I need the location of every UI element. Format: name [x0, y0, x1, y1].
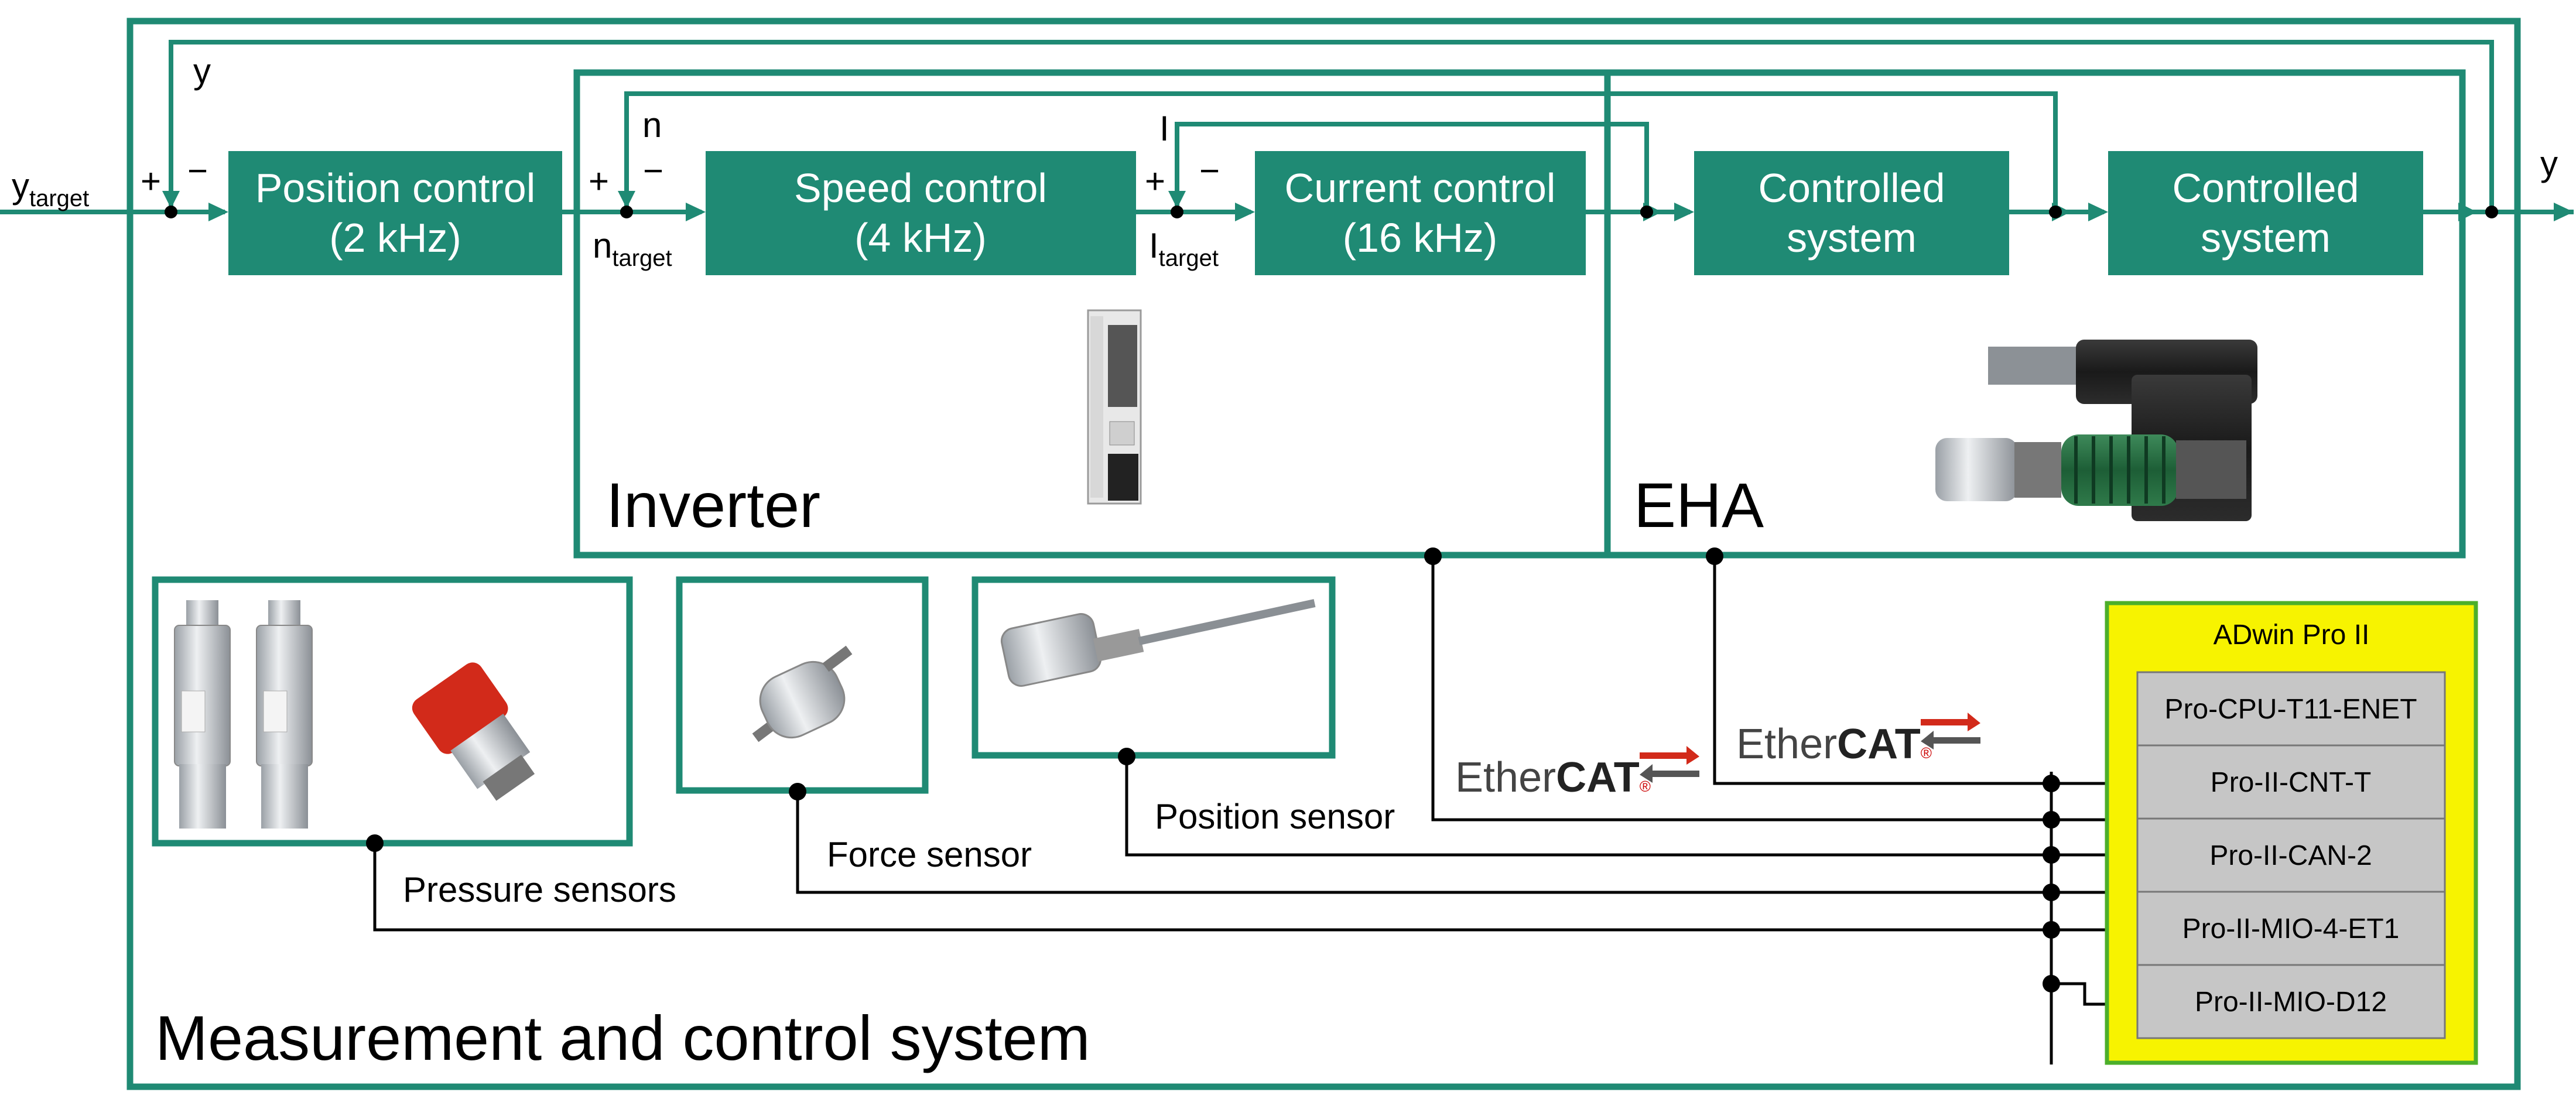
itarget-label: Itarget [1149, 226, 1219, 271]
controlled-system-2-block: Controlled system [2108, 151, 2423, 275]
current-control-line1: Current control [1285, 165, 1556, 211]
pressure-sensors-illustration [174, 600, 535, 829]
signal-path [0, 40, 2574, 214]
controlled-system-2-line1: Controlled [2172, 165, 2359, 211]
controlled-system-1-block: Controlled system [1694, 151, 2009, 275]
ntarget-label: ntarget [593, 226, 672, 271]
current-control-line2: (16 kHz) [1343, 215, 1497, 261]
y-output-label: y [2540, 144, 2558, 183]
svg-text:EtherCAT®: EtherCAT® [1455, 754, 1651, 801]
mcs-frame [126, 18, 2521, 1090]
position-control-line1: Position control [255, 165, 536, 211]
speed-control-line1: Speed control [794, 165, 1047, 211]
position-control-line2: (2 kHz) [329, 215, 461, 261]
module-3: Pro-II-CAN-2 [2209, 840, 2372, 871]
signal-labels: ytarget + − y y + − n ntarget + − I Itar… [12, 52, 2558, 271]
plus-sign-3: + [1145, 162, 1165, 201]
force-sensor-label: Force sensor [827, 835, 1032, 874]
mcs-label: Measurement and control system [155, 1002, 1090, 1073]
n-feedback-label: n [642, 105, 662, 145]
i-feedback-label: I [1159, 109, 1169, 148]
speed-control-line2: (4 kHz) [854, 215, 987, 261]
inverter-device-illustration [1087, 309, 1142, 505]
adwin-pro-ii: ADwin Pro II Pro-CPU-T11-ENET Pro-II-CNT… [2105, 601, 2478, 1065]
minus-sign-3: − [1199, 151, 1220, 190]
plus-sign-1: + [141, 162, 161, 201]
position-sensor-illustration [1000, 599, 1316, 687]
ethercat-logo-1: EtherCAT® [1455, 746, 1699, 801]
controlled-system-2-line2: system [2201, 215, 2331, 261]
pressure-sensors-label: Pressure sensors [403, 870, 676, 909]
ethercat-logo-2: EtherCAT® [1736, 713, 1980, 768]
current-control-block: Current control (16 kHz) [1255, 151, 1586, 275]
position-control-block: Position control (2 kHz) [228, 151, 562, 275]
speed-control-block: Speed control (4 kHz) [706, 151, 1136, 275]
controlled-system-1-line1: Controlled [1758, 165, 1945, 211]
ytarget-label: ytarget [12, 166, 89, 211]
plus-sign-2: + [589, 162, 609, 201]
module-1: Pro-CPU-T11-ENET [2164, 694, 2417, 725]
position-sensor-label: Position sensor [1155, 797, 1395, 836]
eha-label: EHA [1634, 470, 1764, 540]
module-2: Pro-II-CNT-T [2211, 767, 2372, 798]
pressure-sensors-frame [152, 576, 633, 847]
module-4: Pro-II-MIO-4-ET1 [2182, 913, 2400, 944]
adwin-title: ADwin Pro II [2214, 619, 2370, 651]
svg-text:EtherCAT®: EtherCAT® [1736, 721, 1932, 768]
controlled-system-1-line2: system [1787, 215, 1917, 261]
minus-sign-2: − [643, 151, 663, 190]
minus-sign-1: − [187, 151, 208, 190]
eha-frame [1604, 69, 2466, 559]
inverter-label: Inverter [606, 470, 820, 540]
force-sensor-illustration [752, 645, 853, 742]
junction-dots [165, 206, 2498, 218]
eha-device-illustration [1935, 340, 2257, 521]
y-feedback-label: y [193, 52, 211, 91]
position-sensor-frame [971, 576, 1336, 759]
module-5: Pro-II-MIO-D12 [2195, 987, 2387, 1018]
adwin-modules: Pro-CPU-T11-ENET Pro-II-CNT-T Pro-II-CAN… [2136, 671, 2446, 1039]
